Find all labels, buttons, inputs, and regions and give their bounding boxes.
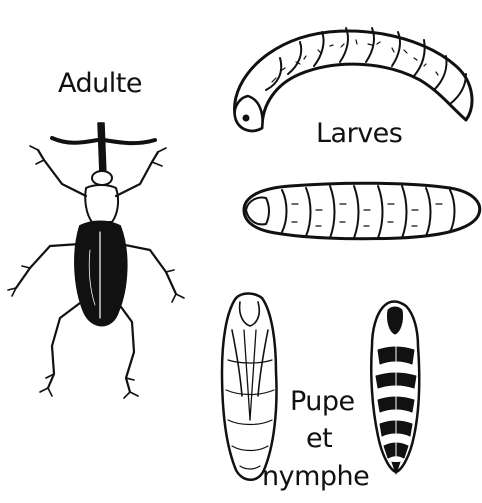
label-and: et bbox=[306, 425, 332, 452]
label-adult: Adulte bbox=[58, 70, 142, 97]
weevil-snout bbox=[98, 123, 106, 175]
leg-front-right bbox=[116, 152, 158, 196]
weevil-pronotum bbox=[85, 185, 118, 222]
antenna-left bbox=[52, 138, 98, 143]
larva-curled-illustration bbox=[234, 28, 472, 131]
antenna-right bbox=[104, 140, 155, 143]
adult-weevil-illustration bbox=[8, 123, 184, 398]
weevil-abdomen bbox=[75, 222, 127, 326]
label-pupa: Pupe bbox=[290, 388, 355, 415]
nymph-illustration bbox=[371, 302, 419, 475]
leg-hind-right bbox=[116, 300, 134, 392]
leg-middle-left bbox=[16, 244, 80, 288]
leg-middle-right bbox=[120, 244, 176, 294]
leg-front-left bbox=[38, 150, 86, 196]
label-larvae: Larves bbox=[316, 120, 402, 147]
weevil-head bbox=[92, 171, 112, 185]
pupa-illustration bbox=[222, 294, 277, 480]
larva-straight-illustration bbox=[244, 183, 480, 239]
label-nymph: nymphe bbox=[262, 463, 369, 490]
